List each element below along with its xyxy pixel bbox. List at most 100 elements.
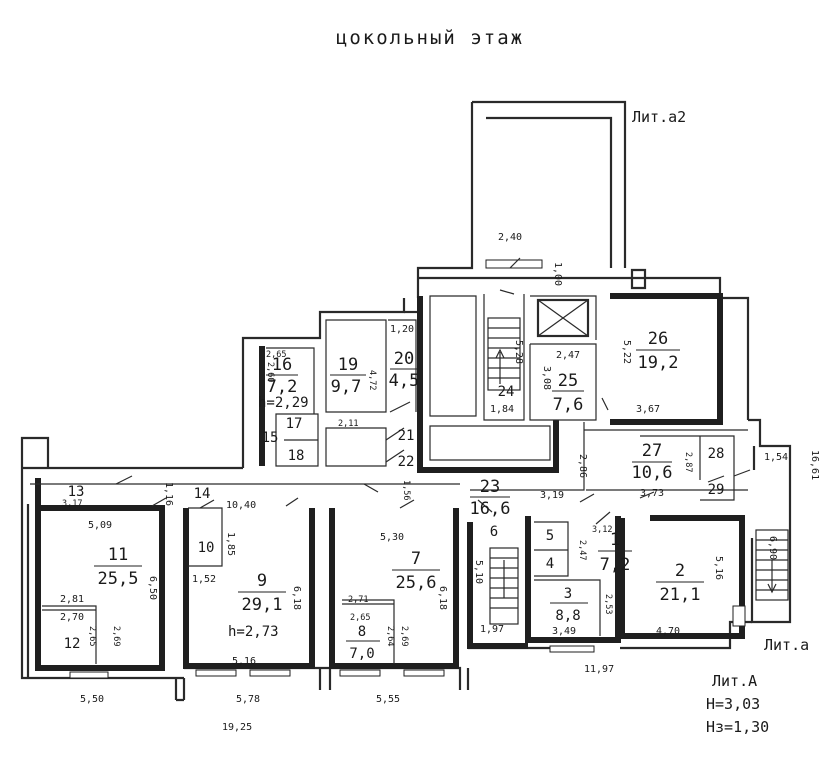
room-5-number: 5 <box>546 528 554 544</box>
dim-2-53: 2,53 <box>603 594 613 614</box>
dim-1-16: 1,16 <box>163 482 174 506</box>
room-22-number: 22 <box>398 454 415 470</box>
room-21-number: 21 <box>398 428 415 444</box>
dim-2-40: 2,40 <box>498 232 522 243</box>
inner-walls <box>30 294 748 664</box>
dim-2-71: 2,71 <box>348 595 368 605</box>
room-8-number: 8 <box>358 624 366 640</box>
room-18-number: 18 <box>288 448 305 464</box>
dim-3-67: 3,67 <box>636 404 660 415</box>
page-title: цокольный этаж <box>336 27 524 49</box>
dim-4-72: 4,72 <box>367 370 377 390</box>
room-19-area: 9,7 <box>331 377 362 397</box>
room-27-number: 27 <box>642 441 662 461</box>
dim-2-81: 2,81 <box>60 594 84 605</box>
dim-3-19: 3,19 <box>540 490 564 501</box>
dim-2-64: 2,64 <box>385 626 395 646</box>
dim-2-87: 2,87 <box>683 452 693 472</box>
dim-6-18b: 6,18 <box>437 586 448 610</box>
dim-2-65c: 2,65 <box>350 613 370 623</box>
dim-5-30: 5,30 <box>380 532 404 543</box>
room-9-area: 29,1 <box>242 595 283 615</box>
label-height-z: Нз=1,30 <box>706 718 769 736</box>
room-20-number: 20 <box>394 349 414 369</box>
room-24-number: 24 <box>498 384 515 400</box>
dim-19-25: 19,25 <box>222 722 252 733</box>
room-2-area: 21,1 <box>660 585 701 605</box>
room-labels: 1 7,2 2 21,1 3 8,8 4 5 6 7 25,6 8 7,0 9 … <box>64 329 725 662</box>
elevator-shaft <box>536 298 590 338</box>
room-11-area: 25,5 <box>98 569 139 589</box>
label-h-room16: h=2,29 <box>258 395 309 411</box>
structural-walls <box>35 293 745 671</box>
dim-5-16a: 5,16 <box>713 556 724 580</box>
room-4-number: 4 <box>546 556 554 572</box>
room-25-area: 7,6 <box>553 395 584 415</box>
room-3-number: 3 <box>564 586 572 602</box>
room-1-area: 7,2 <box>600 555 631 575</box>
dim-10-40: 10,40 <box>226 500 256 511</box>
room-16-area: 7,2 <box>267 377 298 397</box>
dim-3-49: 3,49 <box>552 626 576 637</box>
room-23-area: 16,6 <box>470 499 511 519</box>
room-7-area: 25,6 <box>396 573 437 593</box>
label-lit-a2: Лит.а2 <box>632 108 686 126</box>
stairs-right <box>755 529 789 601</box>
dim-6-18a: 6,18 <box>291 586 302 610</box>
dim-2-69a: 2,69 <box>111 626 121 646</box>
room-26-area: 19,2 <box>638 353 679 373</box>
room-17-number: 17 <box>286 416 303 432</box>
room-26-number: 26 <box>648 329 668 349</box>
dim-5-10: 5,10 <box>473 560 484 584</box>
dim-5-55: 5,55 <box>376 694 400 705</box>
room-2-number: 2 <box>675 561 685 581</box>
room-16-number: 16 <box>272 355 292 375</box>
dim-1-97: 1,97 <box>480 624 504 635</box>
room-13-number: 13 <box>68 484 85 500</box>
room-9-number: 9 <box>257 571 267 591</box>
dim-4-70: 4,70 <box>656 626 680 637</box>
dim-3-08: 3,08 <box>541 366 552 390</box>
dim-5-28: 5,28 <box>513 340 524 364</box>
label-height: Н=3,03 <box>706 695 760 713</box>
dim-16-61: 16,61 <box>809 450 820 480</box>
room-28-number: 28 <box>708 446 725 462</box>
room-27-area: 10,6 <box>632 463 673 483</box>
dim-1-85: 1,85 <box>225 532 236 556</box>
dim-1-20: 1,20 <box>390 324 414 335</box>
dim-6-90: 6,90 <box>767 536 778 560</box>
dim-1-84: 1,84 <box>490 404 514 415</box>
room-14-number: 14 <box>194 486 211 502</box>
room-8-area: 7,0 <box>349 646 374 662</box>
outer-walls <box>20 100 792 702</box>
dimensions: 2,40 1,00 5,28 2,47 3,08 5,22 1,84 3,67 … <box>60 232 820 733</box>
dim-5-50: 5,50 <box>80 694 104 705</box>
dim-1-54: 1,54 <box>764 452 788 463</box>
dim-3-73: 3,73 <box>640 488 664 499</box>
label-lit-A: Лит.А <box>712 672 757 690</box>
dim-2-86: 2,86 <box>577 454 588 478</box>
dim-5-78: 5,78 <box>236 694 260 705</box>
stairs-left <box>487 317 521 391</box>
stairs-center <box>489 547 519 625</box>
dim-3-12: 3,12 <box>592 525 612 535</box>
dim-1-56: 1,56 <box>401 480 411 500</box>
label-lit-a: Лит.а <box>764 636 809 654</box>
dim-2-65b: 2,65 <box>87 626 97 646</box>
room-1-number: 1 <box>610 530 620 550</box>
dim-2-65: 2,65 <box>266 350 286 360</box>
dim-2-69b: 2,69 <box>399 626 409 646</box>
dim-2-70: 2,70 <box>60 612 84 623</box>
dim-2-11: 2,11 <box>338 419 358 429</box>
dim-3-17: 3,17 <box>62 499 82 509</box>
dim-5-22: 5,22 <box>621 340 632 364</box>
room-23-number: 23 <box>480 477 500 497</box>
dim-11-97: 11,97 <box>584 664 614 675</box>
room-11-number: 11 <box>108 545 128 565</box>
dim-5-16b: 5,16 <box>232 656 256 667</box>
room-25-number: 25 <box>558 371 578 391</box>
dim-1-52: 1,52 <box>192 574 216 585</box>
dim-6-50: 6,50 <box>147 576 158 600</box>
